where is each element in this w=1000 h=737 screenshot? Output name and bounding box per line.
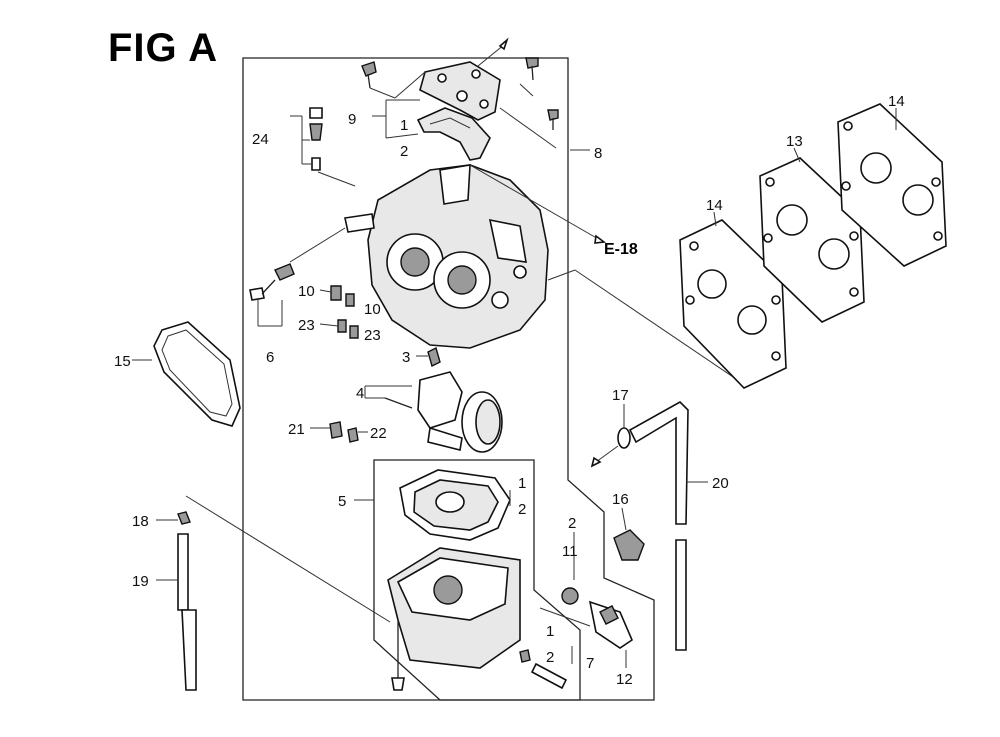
figure-title: FIG A [108, 26, 219, 70]
part-24-screws [290, 107, 356, 187]
label-12: 12 [616, 671, 633, 688]
carburetor-body [344, 164, 746, 386]
assembly-frame [242, 57, 655, 701]
clip-17 [590, 427, 631, 468]
tube-lower [675, 539, 687, 651]
label-21: 21 [288, 421, 305, 438]
leader-lines [132, 99, 897, 668]
gasket-1-2-top [416, 107, 491, 161]
label-13: 13 [786, 133, 803, 150]
part-6-screw [249, 227, 346, 327]
label-14-rear: 14 [888, 93, 905, 110]
gasket-13 [759, 157, 865, 323]
parts-21-22 [329, 421, 359, 443]
drain-11-12 [539, 587, 633, 649]
label-10-right: 10 [364, 301, 381, 318]
clip-18 [177, 495, 391, 623]
reference-e18: E-18 [604, 241, 638, 258]
clamp-16 [613, 529, 645, 561]
label-5: 5 [338, 493, 346, 510]
top-screws [361, 57, 559, 149]
float-bowl [387, 547, 521, 691]
label-1-lower: 1 [546, 623, 554, 640]
label-20: 20 [712, 475, 729, 492]
label-2-lower: 2 [546, 649, 554, 666]
gasket-14-front [679, 219, 787, 389]
label-14-front: 14 [706, 197, 723, 214]
float-bowl-frame [373, 459, 581, 701]
label-7: 7 [586, 655, 594, 672]
label-22: 22 [370, 425, 387, 442]
label-1-bowl: 1 [518, 475, 526, 492]
label-4: 4 [356, 385, 364, 402]
jets-10-23 [330, 285, 359, 339]
label-2-top: 2 [400, 143, 408, 160]
label-17: 17 [612, 387, 629, 404]
label-23-left: 23 [298, 317, 315, 334]
label-9: 9 [348, 111, 356, 128]
o-ring-15 [153, 321, 241, 427]
label-16: 16 [612, 491, 629, 508]
bowl-gasket [399, 469, 511, 541]
label-1-top: 1 [400, 117, 408, 134]
label-6: 6 [266, 349, 274, 366]
label-23-right: 23 [364, 327, 381, 344]
label-2-bowl: 2 [518, 501, 526, 518]
label-3: 3 [402, 349, 410, 366]
label-18: 18 [132, 513, 149, 530]
gasket-14-rear [837, 103, 947, 267]
label-8: 8 [594, 145, 602, 162]
tube-19 [177, 533, 197, 691]
label-2-drain: 2 [568, 515, 576, 532]
label-10-left: 10 [298, 283, 315, 300]
part-labels: 9 1 2 8 24 E-18 10 10 23 23 6 3 4 21 22 … [114, 93, 905, 688]
label-11: 11 [562, 543, 578, 560]
label-19: 19 [132, 573, 149, 590]
label-15: 15 [114, 353, 131, 370]
tube-20 [628, 401, 689, 525]
top-cover-plate [419, 37, 509, 121]
float-part-4 [364, 371, 503, 453]
part-7-screw [519, 646, 573, 690]
label-24: 24 [252, 131, 269, 148]
part-3 [427, 346, 441, 368]
